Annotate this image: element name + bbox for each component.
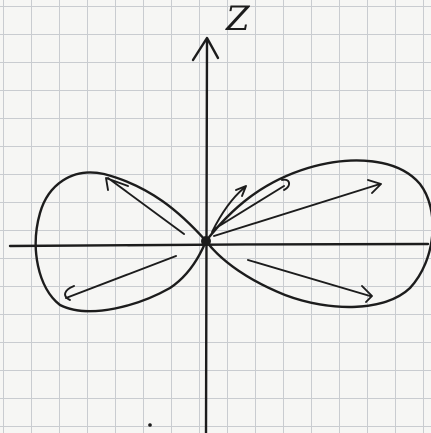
arrow-upper-right-long [213,179,382,237]
stray-pen-dot [148,423,152,427]
right-lobe-outline [204,159,431,309]
arrow-lower-right [247,259,373,303]
vertical-z-axis [204,38,209,433]
arrow-upper-right-short [215,178,290,229]
left-lobe-outline [34,171,208,313]
arrow-small-up [211,185,247,233]
arrow-upper-left [105,177,185,235]
horizontal-axis [8,242,430,248]
origin-point [201,236,211,246]
z-axis-label: Z [226,0,250,39]
arrow-lower-left [64,255,177,301]
z-axis-arrowhead [191,36,220,62]
